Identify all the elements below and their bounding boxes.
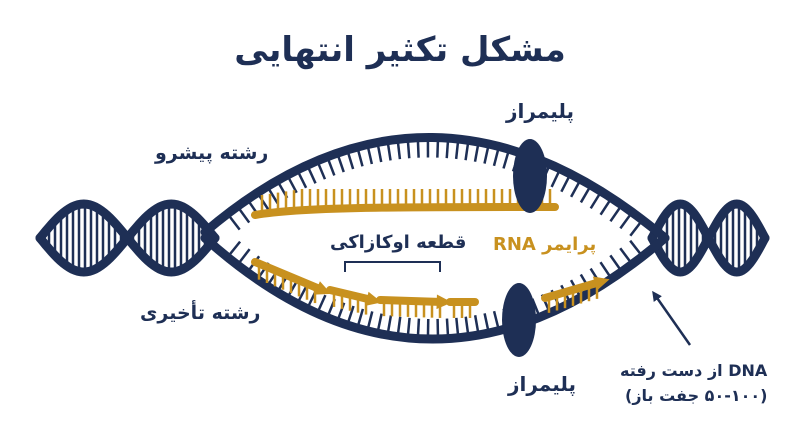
leading-strand [251, 189, 559, 219]
polymerase-top-shape [513, 139, 547, 213]
leading-strand-backbone [251, 203, 559, 219]
polymerase-bottom-shape [502, 283, 536, 357]
left-helix-backbone-b [35, 199, 220, 277]
right-double-helix [647, 199, 770, 277]
replication-bubble [200, 133, 670, 344]
diagram-title: مشکل تکثیر انتهایی [234, 30, 566, 70]
polymerase-top-label: پلیمراز [506, 99, 575, 123]
lagging-strand-label: رشته تأخیری [140, 302, 261, 324]
okazaki-fragment-arrowhead [592, 276, 610, 291]
okazaki-fragment-backbone [376, 296, 446, 306]
dna-lost-label: DNA از دست رفته [620, 361, 768, 380]
leading-strand-label: رشته پیشرو [155, 142, 269, 164]
polymerase-bottom-label: پلیمراز [508, 372, 577, 396]
right-helix-backbone-b [647, 199, 770, 277]
okazaki-fragment-arrowhead [436, 294, 452, 310]
okazaki-fragment-label: قطعه اوکازاکی [330, 232, 467, 253]
lagging-strand-fragments [251, 258, 610, 318]
left-double-helix [35, 199, 220, 277]
okazaki-fragment-backbone [251, 258, 326, 294]
dna-lost-bp-label: (۵۰-۱۰۰ جفت باز) [625, 386, 768, 405]
okazaki-bracket [344, 261, 441, 272]
top-parental-strand [200, 133, 670, 243]
rna-primer-label: پرایمر RNA [493, 234, 597, 255]
lost-dna-pointer-arrow [652, 290, 692, 346]
